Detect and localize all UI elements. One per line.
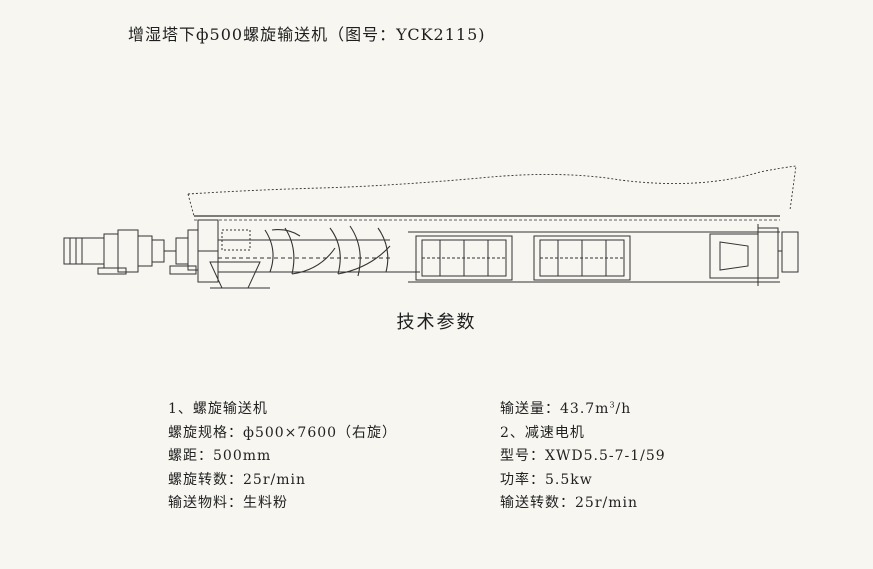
capacity-label: 输送量：43.7m bbox=[500, 401, 610, 417]
spec-line: 1、螺旋输送机 bbox=[168, 401, 268, 417]
left-spec-column: 1、螺旋输送机 螺旋规格：ф500×7600（右旋） 螺距：500mm 螺旋转数… bbox=[168, 398, 397, 516]
right-spec-column: 输送量：43.7m3/h 2、减速电机 型号：XWD5.5-7-1/59 功率：… bbox=[500, 398, 666, 516]
screw-flights bbox=[264, 225, 391, 277]
section-heading: 技术参数 bbox=[396, 312, 477, 333]
spec-line: 输送转数：25r/min bbox=[500, 495, 638, 511]
spec-line: 功率：5.5kw bbox=[500, 471, 593, 488]
spec-line: 螺旋转数：25r/min bbox=[168, 471, 306, 488]
hopper-outline bbox=[187, 165, 797, 211]
capacity-line: 输送量：43.7m3/h bbox=[500, 398, 666, 422]
reducer bbox=[137, 235, 197, 275]
left-end-housing bbox=[187, 219, 270, 289]
capacity-superscript: 3 bbox=[609, 400, 616, 410]
discharge-end bbox=[700, 224, 799, 286]
motor bbox=[63, 229, 139, 275]
capacity-unit: /h bbox=[615, 401, 632, 417]
spec-line: 螺距：500mm bbox=[168, 448, 272, 464]
spec-line: 2、减速电机 bbox=[500, 424, 585, 441]
drawing-title: 增湿塔下ф500螺旋输送机（图号：YCK2115) bbox=[128, 25, 486, 44]
inspection-window-1 bbox=[415, 235, 513, 281]
spec-line: 输送物料：生料粉 bbox=[168, 495, 288, 511]
conveyor-drawing bbox=[63, 165, 799, 289]
hopper-left-edge bbox=[187, 193, 195, 217]
spec-line: 螺旋规格：ф500×7600（右旋） bbox=[168, 424, 398, 441]
inspection-window-2 bbox=[533, 235, 631, 281]
spec-line: 型号：XWD5.5-7-1/59 bbox=[500, 448, 666, 464]
